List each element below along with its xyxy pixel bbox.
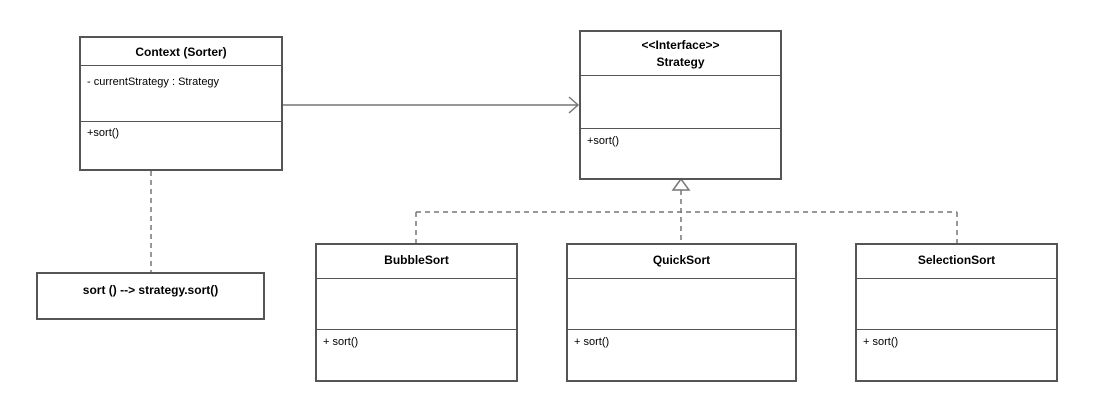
context-class-title: Context (Sorter)	[135, 45, 227, 59]
bubblesort-header: BubbleSort	[317, 245, 516, 278]
note-box[interactable]: sort () --> strategy.sort()	[36, 272, 265, 320]
bubblesort-class[interactable]: BubbleSort + sort()	[315, 243, 518, 382]
context-method: +sort()	[87, 127, 120, 139]
selectionsort-title: SelectionSort	[917, 253, 996, 267]
quicksort-header: QuickSort	[568, 245, 795, 278]
bubblesort-method: + sort()	[323, 336, 359, 348]
selectionsort-header: SelectionSort	[857, 245, 1056, 278]
quicksort-class[interactable]: QuickSort + sort()	[566, 243, 797, 382]
selectionsort-method: + sort()	[863, 336, 899, 348]
strategy-method: +sort()	[587, 135, 620, 147]
selectionsort-class[interactable]: SelectionSort + sort()	[855, 243, 1058, 382]
bubblesort-attributes	[317, 278, 516, 329]
context-attribute: - currentStrategy : Strategy	[87, 76, 220, 88]
strategy-attributes	[581, 75, 780, 128]
realization-arrowhead	[671, 177, 691, 191]
strategy-stereotype: <<Interface>>	[641, 38, 720, 52]
bubblesort-methods: + sort()	[317, 329, 516, 380]
quicksort-method: + sort()	[574, 336, 610, 348]
context-class-attributes: - currentStrategy : Strategy	[81, 65, 281, 121]
strategy-methods: +sort()	[581, 128, 780, 178]
selectionsort-attributes	[857, 278, 1056, 329]
strategy-interface-header: <<Interface>> Strategy	[581, 32, 780, 75]
context-class[interactable]: Context (Sorter) - currentStrategy : Str…	[79, 36, 283, 171]
quicksort-methods: + sort()	[568, 329, 795, 380]
context-class-header: Context (Sorter)	[81, 38, 281, 65]
strategy-interface[interactable]: <<Interface>> Strategy +sort()	[579, 30, 782, 180]
selectionsort-methods: + sort()	[857, 329, 1056, 380]
quicksort-title: QuickSort	[652, 253, 711, 267]
quicksort-attributes	[568, 278, 795, 329]
bubblesort-title: BubbleSort	[384, 253, 449, 267]
note-text: sort () --> strategy.sort()	[82, 283, 219, 297]
association-arrowhead	[568, 96, 580, 114]
strategy-title: Strategy	[656, 55, 705, 69]
context-class-methods: +sort()	[81, 121, 281, 169]
